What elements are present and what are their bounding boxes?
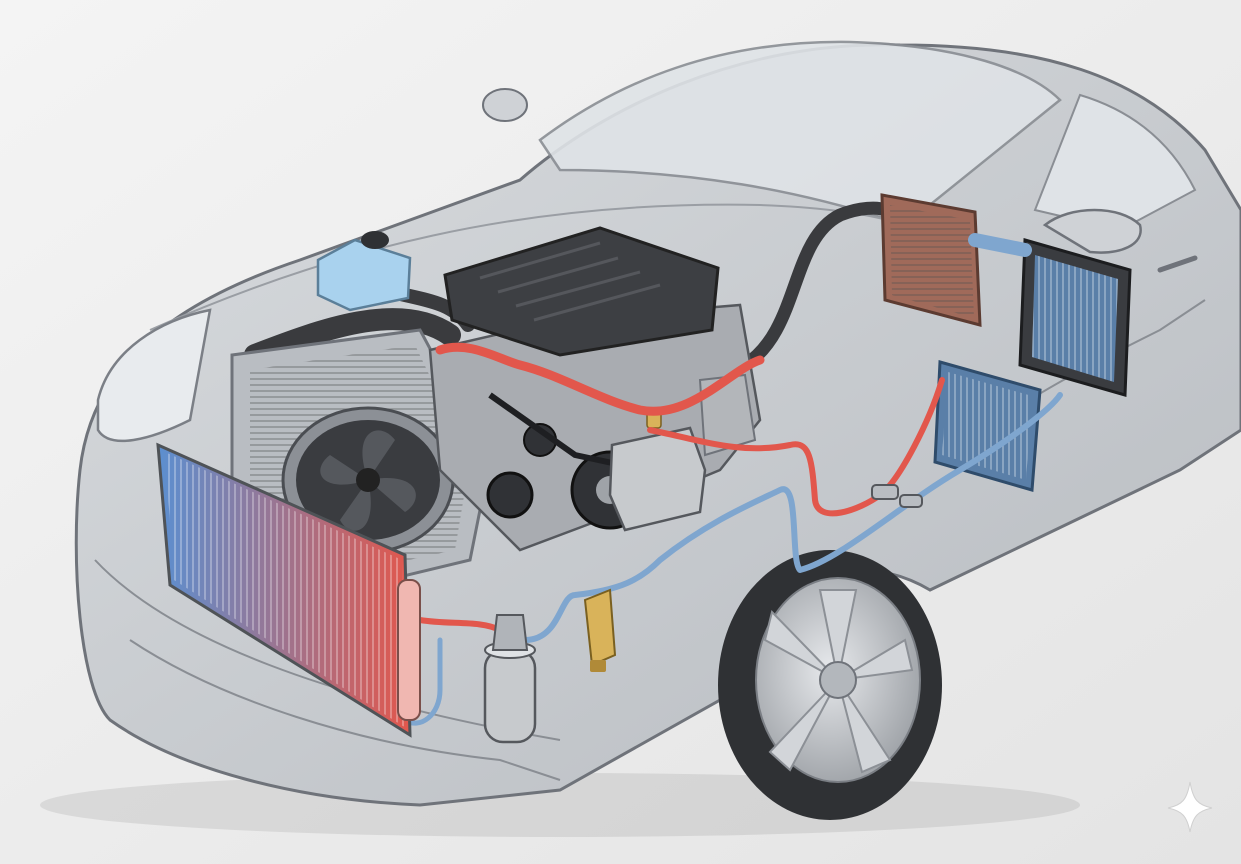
heater-core [880,193,982,327]
coolant-reservoir [316,231,412,312]
evaporator-fins [942,372,1032,480]
heater-core-fins [890,205,974,318]
evaporator [933,360,1042,492]
expansion-valve [583,588,617,672]
drier-icon [483,648,537,744]
windshield [538,40,1062,227]
front-wheel [718,550,942,820]
line-fittings [871,484,923,508]
compressor-icon [608,426,707,532]
reservoir-cap [361,231,389,249]
high-pressure-line [435,342,765,416]
radiator-fan [281,406,455,554]
valve-cap [590,660,606,672]
reservoir-icon [316,238,412,312]
condenser-receiver-tube [397,579,421,721]
condenser [156,442,421,738]
pulley-small [486,471,534,519]
headlight [96,308,212,443]
low-pressure-line [522,392,1063,643]
drier-fitting [491,614,529,651]
blower-unit [968,233,1132,397]
engine [428,226,762,552]
engine-cover-ribs [479,241,661,322]
sparkle-icon [1167,781,1213,833]
grille-lower [129,639,561,781]
blower-grille-lines [1032,255,1118,382]
hood-emblem [482,88,528,122]
bumper-line [94,559,561,741]
valve-icon [583,588,617,667]
wheel-spokes [763,589,914,774]
wheel-hub [819,661,857,699]
receiver-drier [483,614,537,744]
condenser-fins [165,452,406,728]
duct-connector [968,233,1032,257]
condenser-outlet-line [417,617,503,633]
hood-line [149,203,931,331]
fan-hub [356,468,380,492]
fan-blades [320,430,416,531]
high-pressure-line-to-drier [647,377,945,517]
side-window [1033,93,1197,232]
engine-icon [443,226,720,357]
side-mirror [1042,208,1142,254]
door-handle [1157,255,1198,273]
